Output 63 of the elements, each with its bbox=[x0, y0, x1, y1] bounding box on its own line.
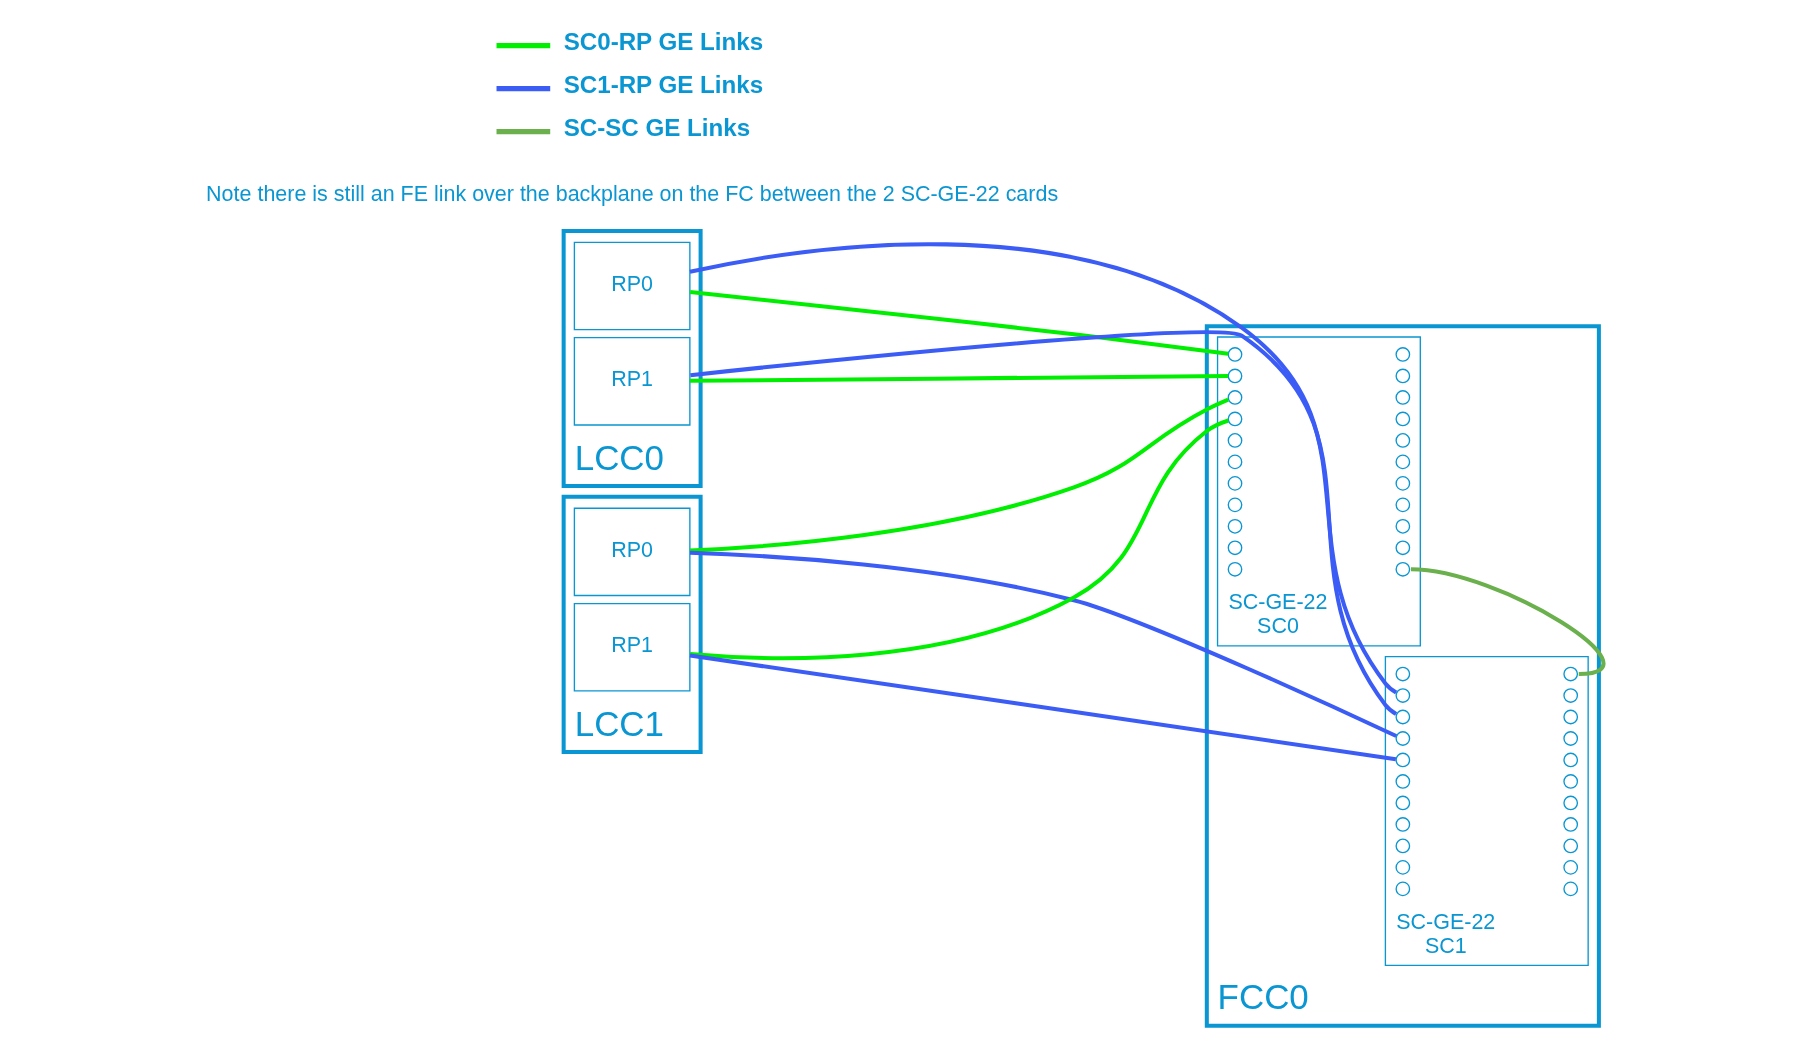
node-circle bbox=[1563, 817, 1579, 832]
node-circle bbox=[1395, 368, 1411, 384]
node-box: RP0 bbox=[573, 507, 691, 597]
node-circle bbox=[1227, 561, 1243, 577]
connector bbox=[690, 330, 1398, 716]
node-circle bbox=[1395, 774, 1411, 789]
node-box: RP0 bbox=[573, 241, 691, 331]
label: Note there is still an FE link over the backplane on the FC between the 2 SC-GE-22 cards bbox=[206, 182, 1059, 207]
node-circle bbox=[1563, 860, 1579, 875]
node-circle bbox=[1227, 540, 1243, 556]
node-circle bbox=[1563, 709, 1579, 725]
connector bbox=[689, 418, 1229, 660]
node-circle bbox=[1563, 881, 1579, 897]
node-circle bbox=[1395, 518, 1411, 534]
node-circle bbox=[1563, 688, 1579, 703]
node-circle bbox=[1395, 881, 1411, 897]
node-circle bbox=[1395, 476, 1411, 491]
legend-label: SC-SC GE Links bbox=[563, 114, 751, 142]
node-circle bbox=[1563, 731, 1579, 746]
node-circle bbox=[1395, 709, 1411, 725]
node-circle bbox=[1395, 433, 1411, 448]
node-circle bbox=[1227, 368, 1243, 384]
node-circle bbox=[1227, 497, 1243, 513]
node-circle bbox=[1395, 795, 1411, 811]
connector bbox=[689, 289, 1229, 356]
node-circle bbox=[1395, 497, 1411, 513]
node-circle bbox=[1395, 411, 1411, 427]
connector bbox=[689, 550, 1398, 738]
node-circle bbox=[1227, 518, 1243, 534]
cluster: SC-GE-22 SC1 bbox=[1384, 655, 1589, 967]
node-circle bbox=[1395, 752, 1411, 768]
node-circle bbox=[1227, 433, 1243, 448]
node-circle bbox=[1395, 390, 1411, 405]
legend-label: SC0-RP GE Links bbox=[563, 28, 764, 56]
node-circle bbox=[1395, 688, 1411, 703]
node-circle bbox=[1227, 411, 1243, 427]
node-circle bbox=[1563, 752, 1579, 768]
node-circle bbox=[1395, 666, 1411, 682]
legend-label: SC1-RP GE Links bbox=[563, 71, 764, 99]
connector bbox=[689, 653, 1397, 762]
node-circle bbox=[1563, 666, 1579, 682]
node-circle bbox=[1395, 838, 1411, 854]
node-circle bbox=[1395, 540, 1411, 556]
node-box: RP1 bbox=[573, 337, 691, 426]
connector bbox=[1410, 567, 1605, 677]
node-circle bbox=[1395, 347, 1411, 362]
node-circle bbox=[1395, 817, 1411, 832]
node-box: RP1 bbox=[573, 602, 691, 692]
node-circle bbox=[1563, 774, 1579, 789]
node-circle bbox=[1227, 476, 1243, 491]
node-circle bbox=[1563, 838, 1579, 854]
node-circle bbox=[1227, 347, 1243, 362]
cluster: SC-GE-22 SC0 bbox=[1216, 336, 1421, 647]
node-circle bbox=[1395, 731, 1411, 746]
node-circle bbox=[1227, 454, 1243, 470]
node-circle bbox=[1563, 795, 1579, 811]
node-circle bbox=[1395, 561, 1411, 577]
connector bbox=[689, 242, 1398, 695]
node-circle bbox=[1227, 390, 1243, 405]
node-circle bbox=[1395, 454, 1411, 470]
connector bbox=[689, 374, 1229, 383]
node-circle bbox=[1395, 860, 1411, 875]
connector bbox=[689, 397, 1230, 553]
